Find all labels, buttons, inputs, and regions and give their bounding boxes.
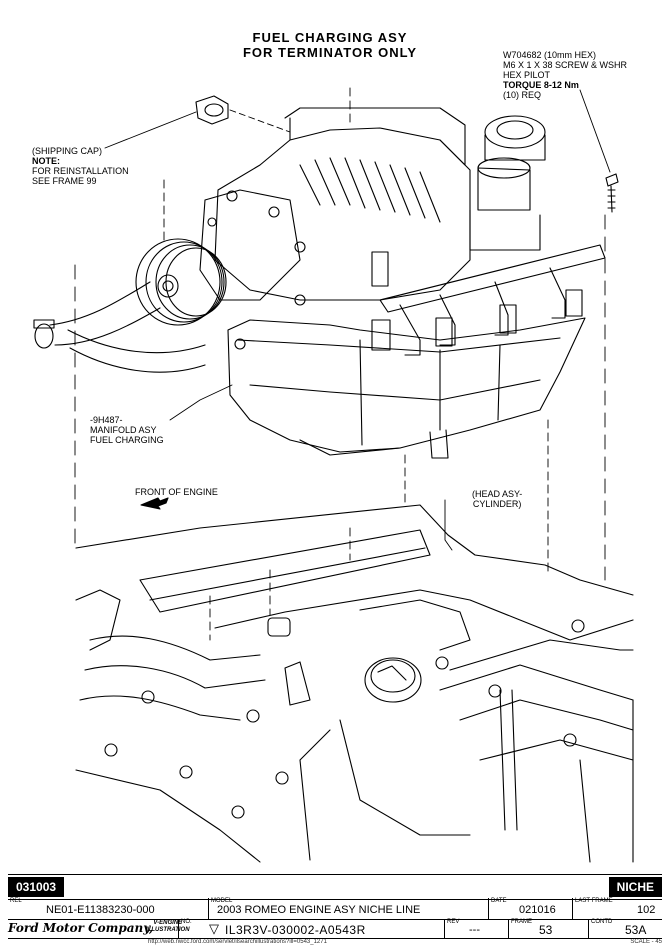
screw-torque: TORQUE 8-12 Nm xyxy=(503,80,579,90)
number-cell: NO. ▽ IL3R3V-030002-A0543R xyxy=(178,919,444,938)
code-badge: 031003 xyxy=(8,877,65,897)
manifold-callout: -9H487- MANIFOLD ASY FUEL CHARGING xyxy=(90,415,164,445)
screw-desc-1: M6 X 1 X 38 SCREW & WSHR xyxy=(503,60,628,70)
no-label: NO. xyxy=(181,919,192,925)
title-bar: 031003 NICHE xyxy=(8,874,662,900)
shipping-cap-part xyxy=(195,95,229,125)
cap-note-label: NOTE: xyxy=(32,156,60,166)
cylinder-head-assembly xyxy=(75,504,634,863)
frame-value: 53 xyxy=(539,923,553,937)
hose xyxy=(33,281,206,373)
footer-url: http://web.nwcc.ford.com/servlet/ilsearc… xyxy=(148,939,327,945)
model-value: 2003 ROMEO ENGINE ASY NICHE LINE xyxy=(217,904,421,916)
title-block: 031003 NICHE REL NE01-E11383230-000 MODE… xyxy=(0,868,670,946)
footer: http://web.nwcc.ford.com/servlet/ilsearc… xyxy=(8,939,662,946)
last-frame-value: 102 xyxy=(637,904,656,916)
fuel-charging-manifold xyxy=(227,317,586,459)
fuel-rail xyxy=(371,244,606,356)
cap-note-2: SEE FRAME 99 xyxy=(32,176,97,186)
logo-sub-2: ILLUSTRATION xyxy=(146,927,190,933)
title-block-row-1: REL NE01-E11383230-000 MODEL 2003 ROMEO … xyxy=(8,898,662,920)
cap-note-1: FOR REINSTALLATION xyxy=(32,166,129,176)
last-frame-label: LAST FRAME xyxy=(575,898,613,904)
head-line-2: CYLINDER) xyxy=(472,499,522,509)
contd-label: CONTD xyxy=(591,919,613,925)
model-label: MODEL xyxy=(211,898,233,904)
triangle-icon: ▽ xyxy=(209,921,219,936)
engine-illustration xyxy=(33,87,634,863)
niche-badge: NICHE xyxy=(608,877,662,897)
date-label: DATE xyxy=(491,898,507,904)
head-callout: (HEAD ASY- CYLINDER) xyxy=(472,489,522,509)
title-line-1: FUEL CHARGING ASY xyxy=(252,30,408,45)
frame-label: FRAME xyxy=(511,919,532,925)
frame-cell: FRAME 53 xyxy=(508,919,588,938)
manifold-line-2: FUEL CHARGING xyxy=(90,435,164,445)
supercharger xyxy=(199,107,471,350)
last-frame-cell: LAST FRAME 102 xyxy=(572,898,662,919)
cap-name: (SHIPPING CAP) xyxy=(32,146,103,156)
rel-label: REL xyxy=(10,898,22,904)
logo-subtitle: V-ENGINE ILLUSTRATION xyxy=(146,920,190,934)
leader-lines xyxy=(74,87,611,641)
rev-cell: REV --- xyxy=(444,919,508,938)
front-arrow xyxy=(140,497,169,510)
contd-value: 53A xyxy=(625,923,647,937)
title-line-2: FOR TERMINATOR ONLY xyxy=(242,45,418,60)
diagram-title: FUEL CHARGING ASY FOR TERMINATOR ONLY xyxy=(200,30,460,60)
rev-value: --- xyxy=(469,924,480,936)
scale-label: SCALE - 45 xyxy=(630,939,662,945)
screw-part-number: W704682 (10mm HEX) xyxy=(503,50,597,60)
manifold-part: -9H487- xyxy=(90,415,123,425)
front-of-engine-label: FRONT OF ENGINE xyxy=(135,487,218,497)
rev-label: REV xyxy=(447,919,460,925)
logo-cell: Ford Motor Company, V-ENGINE ILLUSTRATIO… xyxy=(8,919,190,938)
head-line-1: (HEAD ASY- xyxy=(472,489,523,499)
screw-desc-2: HEX PILOT xyxy=(503,70,551,80)
shipping-cap-callout: (SHIPPING CAP) NOTE: FOR REINSTALLATION … xyxy=(32,146,129,186)
rel-cell: REL NE01-E11383230-000 xyxy=(8,898,208,919)
ford-logo: Ford Motor Company, xyxy=(8,921,154,935)
manifold-line-1: MANIFOLD ASY xyxy=(90,425,157,435)
logo-sub-1: V-ENGINE xyxy=(153,920,183,926)
contd-cell: CONTD 53A xyxy=(588,919,662,938)
pulley xyxy=(135,238,227,326)
throttle-body xyxy=(469,115,546,251)
date-cell: DATE 021016 xyxy=(488,898,572,919)
title-block-row-2: Ford Motor Company, V-ENGINE ILLUSTRATIO… xyxy=(8,919,662,939)
screw-part xyxy=(605,173,619,213)
screw-callout: W704682 (10mm HEX) M6 X 1 X 38 SCREW & W… xyxy=(503,50,627,100)
screw-qty: (10) REQ xyxy=(503,90,542,100)
model-cell: MODEL 2003 ROMEO ENGINE ASY NICHE LINE xyxy=(208,898,488,919)
date-value: 021016 xyxy=(519,904,556,916)
illustration-number: IL3R3V-030002-A0543R xyxy=(225,923,366,937)
rel-value: NE01-E11383230-000 xyxy=(46,904,155,916)
